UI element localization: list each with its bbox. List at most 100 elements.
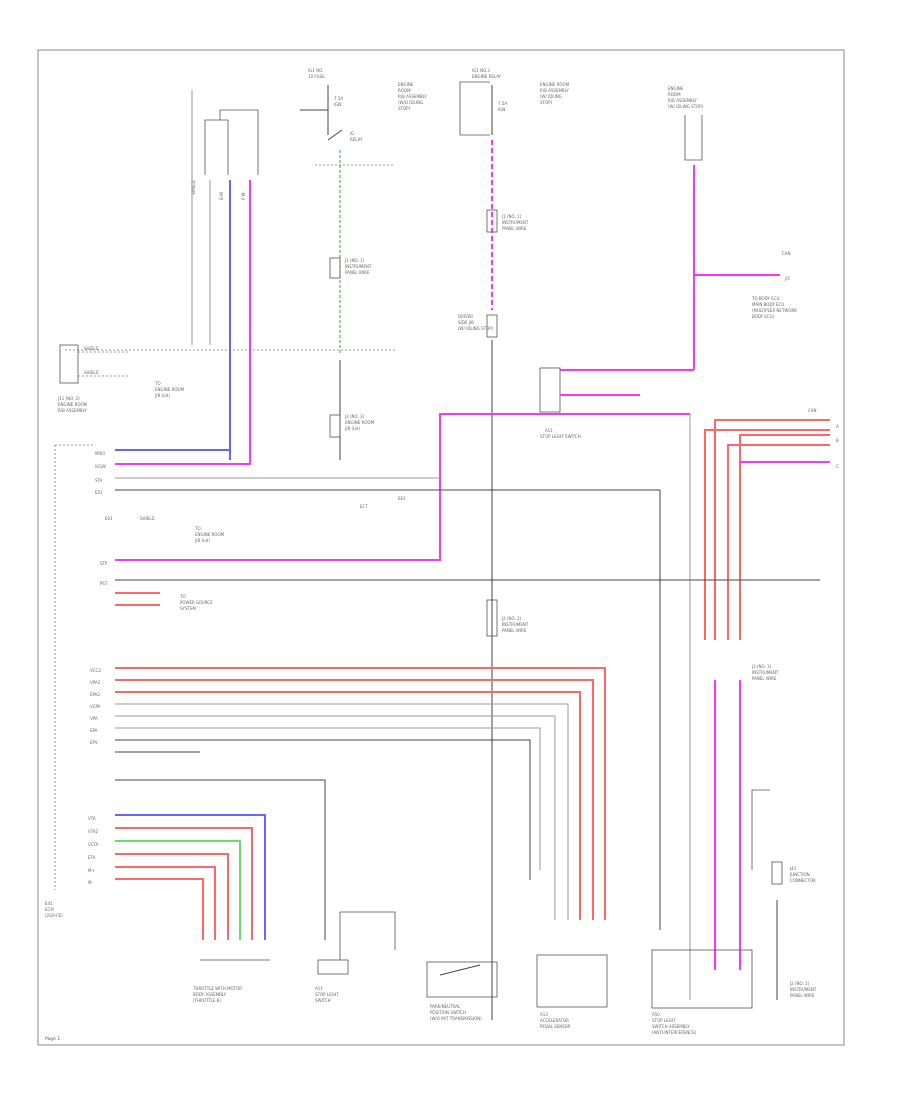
svg-text:ENGINE ROOM: ENGINE ROOM	[540, 82, 570, 87]
top-right-harness-group: ENGINE ROOM R/B ASSEMBLY (W/ IDLING STOP…	[560, 86, 797, 371]
svg-text:BODY ECU): BODY ECU)	[752, 314, 775, 319]
top-left-harness-group: SHIELD B-W P-W	[191, 90, 259, 465]
pink-main-feed	[115, 413, 560, 561]
svg-text:SIDE J/B: SIDE J/B	[458, 320, 474, 325]
svg-text:VPA2: VPA2	[90, 680, 101, 685]
svg-text:VCPA: VCPA	[90, 704, 101, 709]
svg-text:SHIELD: SHIELD	[84, 370, 99, 375]
svg-text:ENGINE ROOM: ENGINE ROOM	[345, 420, 375, 425]
svg-text:INSTRUMENT: INSTRUMENT	[790, 987, 817, 992]
svg-text:A50: A50	[652, 1012, 660, 1017]
svg-text:TO: TO	[179, 594, 186, 599]
cruise-main-switch: J41 JUNCTION CONNECTOR J2 (NO. 2) INSTRU…	[751, 789, 817, 1000]
svg-text:ACCELERATOR: ACCELERATOR	[540, 1018, 569, 1023]
svg-text:(MULTIPLEX NETWORK: (MULTIPLEX NETWORK	[752, 308, 797, 313]
clutch-switch-component: PARK/NEUTRAL POSITION SWITCH (W/O M/T TR…	[426, 961, 498, 1021]
svg-text:VPA: VPA	[90, 716, 98, 721]
svg-text:SWITCH: SWITCH	[315, 998, 331, 1003]
st-line	[115, 779, 326, 940]
svg-text:POSITION SWITCH: POSITION SWITCH	[430, 1010, 466, 1015]
svg-text:EPA2: EPA2	[90, 692, 100, 697]
svg-text:STOP LIGHT SWITCH: STOP LIGHT SWITCH	[540, 434, 581, 439]
svg-text:INSTRUMENT: INSTRUMENT	[345, 264, 372, 269]
svg-text:J2 (NO. 2): J2 (NO. 2)	[501, 616, 522, 621]
svg-text:A11: A11	[315, 986, 323, 991]
svg-text:E61: E61	[398, 496, 406, 501]
svg-text:J/B (LH): J/B (LH)	[344, 426, 360, 431]
stop-light-switch: A11 STOP LIGHT SWITCH	[539, 367, 691, 1000]
ecm-pin-column: E61 ECT MRLY IGSW STA E01 E01 SHIELD TO …	[54, 444, 820, 930]
svg-text:(W/O M/T TRANSMISSION): (W/O M/T TRANSMISSION)	[430, 1016, 482, 1021]
svg-text:SYSTEM: SYSTEM	[180, 606, 196, 611]
svg-text:B-W: B-W	[219, 192, 224, 200]
svg-text:IG: IG	[350, 131, 354, 136]
throttle-sensor-bundle: VTA VTA2 VCTA ETA M+ M- E41 ECM (2GR-FE)	[45, 814, 266, 940]
svg-text:INSTRUMENT: INSTRUMENT	[502, 622, 529, 627]
svg-text:IGN: IGN	[334, 102, 341, 107]
svg-text:PARK/NEUTRAL: PARK/NEUTRAL	[430, 1004, 461, 1009]
svg-text:(THROTTLE B): (THROTTLE B)	[193, 998, 222, 1003]
svg-text:R/B ASSEMBLY: R/B ASSEMBLY	[540, 88, 569, 93]
svg-text:IG1 NO.: IG1 NO.	[308, 68, 323, 73]
svg-text:VTA: VTA	[88, 816, 96, 821]
svg-text:(W/ IDLING STOP): (W/ IDLING STOP)	[458, 326, 494, 331]
svg-text:J2 (NO. 2): J2 (NO. 2)	[789, 981, 810, 986]
svg-text:7.5A: 7.5A	[334, 96, 343, 101]
svg-text:M-: M-	[88, 880, 93, 885]
svg-text:7.5A: 7.5A	[498, 101, 507, 106]
throttle-body-component: THROTTLE WITH MOTOR BODY ASSEMBLY (THROT…	[192, 959, 270, 1003]
svg-text:ENGINE: ENGINE	[668, 86, 684, 91]
svg-text:A11: A11	[545, 428, 553, 433]
svg-text:J1 (NO. 1): J1 (NO. 1)	[501, 214, 522, 219]
svg-text:ENGINE: ENGINE	[398, 82, 414, 87]
svg-text:BODY ASSEMBLY: BODY ASSEMBLY	[193, 992, 227, 997]
svg-text:TO: TO	[194, 526, 201, 531]
svg-text:VCTA: VCTA	[88, 842, 99, 847]
svg-text:E41: E41	[45, 901, 53, 906]
svg-text:INSTRUMENT: INSTRUMENT	[502, 220, 529, 225]
svg-text:ECT: ECT	[360, 504, 368, 509]
svg-text:ENGINE ROOM: ENGINE ROOM	[195, 532, 225, 537]
svg-text:SHIELD: SHIELD	[191, 180, 196, 195]
svg-text:INSTRUMENT: INSTRUMENT	[752, 670, 779, 675]
svg-text:PANEL WIRE: PANEL WIRE	[752, 676, 777, 681]
svg-text:EPA: EPA	[90, 728, 98, 733]
top-center-fuse-group: ENGINE ROOM R/B ASSEMBLY (W/O IDLING STO…	[398, 68, 570, 1020]
svg-text:STOP): STOP)	[540, 100, 553, 105]
svg-text:THROTTLE WITH MOTOR: THROTTLE WITH MOTOR	[192, 986, 242, 991]
svg-text:IGSW: IGSW	[95, 464, 106, 469]
svg-text:SHIELD: SHIELD	[84, 346, 99, 351]
svg-text:(ANTI-INTERFERENCE): (ANTI-INTERFERENCE)	[652, 1030, 697, 1035]
svg-text:R/B ASSEMBLY: R/B ASSEMBLY	[668, 98, 697, 103]
svg-text:R/B ASSEMBLY: R/B ASSEMBLY	[58, 408, 87, 413]
page-label: Page 1	[45, 1036, 60, 1042]
cruise-switch-component: A11 STOP LIGHT SWITCH	[315, 911, 396, 1003]
svg-text:B: B	[836, 438, 839, 443]
svg-text:SHIELD: SHIELD	[140, 516, 155, 521]
svg-text:ROOM: ROOM	[668, 92, 681, 97]
diagram-border	[37, 49, 845, 1046]
svg-text:(W/O IDLING: (W/O IDLING	[398, 100, 423, 105]
svg-text:VCC2: VCC2	[90, 668, 101, 673]
svg-text:TO BODY ECU: TO BODY ECU	[751, 296, 780, 301]
svg-text:ENGINE ROOM: ENGINE ROOM	[58, 402, 88, 407]
svg-text:R/B ASSEMBLY: R/B ASSEMBLY	[398, 94, 427, 99]
svg-text:J41: J41	[789, 866, 797, 871]
svg-text:CONNECTOR: CONNECTOR	[790, 878, 816, 883]
svg-text:J/B (LH): J/B (LH)	[154, 393, 170, 398]
svg-text:PANEL WIRE: PANEL WIRE	[790, 993, 815, 998]
svg-text:A: A	[836, 424, 839, 429]
svg-text:E01: E01	[95, 490, 103, 495]
right-red-bundle: CAN A B C J3 (NO. 3) INSTRUMENT PANEL WI…	[704, 408, 839, 970]
svg-text:J/B (LH): J/B (LH)	[194, 538, 210, 543]
svg-text:(2GR-FE): (2GR-FE)	[45, 913, 63, 918]
svg-text:RELAY: RELAY	[350, 137, 363, 142]
left-relay: SHIELD SHIELD TO ENGINE ROOM J/B (LH) J1…	[57, 344, 185, 413]
svg-text:M+: M+	[88, 868, 95, 873]
svg-text:A13: A13	[540, 1012, 548, 1017]
svg-text:10 FUSE: 10 FUSE	[308, 74, 325, 79]
svg-text:J11 (NO. 2): J11 (NO. 2)	[57, 396, 80, 401]
svg-text:P-W: P-W	[241, 192, 246, 200]
